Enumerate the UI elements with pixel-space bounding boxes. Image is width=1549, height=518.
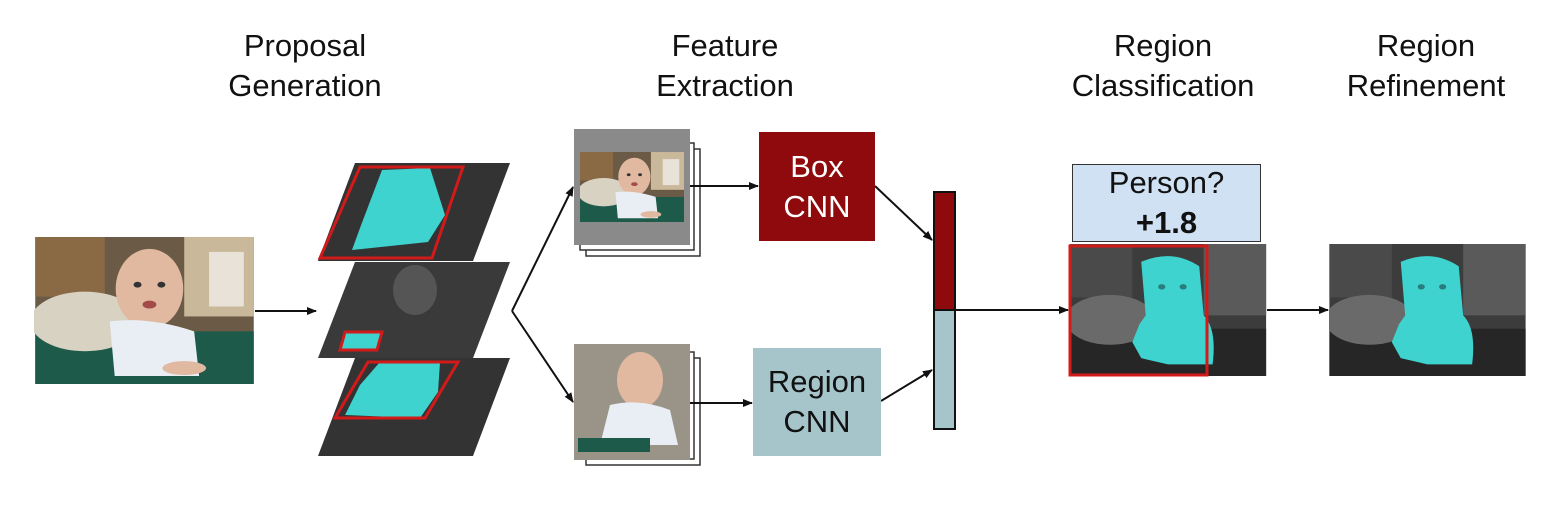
stage-title-line: Refinement (1346, 68, 1506, 103)
feature-vector-box-part (935, 193, 954, 311)
proposal-stack (317, 163, 510, 456)
box-cnn-line1: Box (790, 148, 844, 184)
region-cnn-block: Region CNN (753, 348, 881, 456)
stage-title-feature-extraction: Feature Extraction (625, 26, 825, 106)
feature-vector-region-part (935, 310, 954, 428)
feature-vector (933, 191, 956, 430)
classification-image (1068, 244, 1267, 377)
stage-title-line: Feature (671, 28, 779, 63)
stage-title-region-classification: Region Classification (1053, 26, 1273, 106)
stage-title-proposal-generation: Proposal Generation (205, 26, 405, 106)
box-crop-stack (574, 129, 701, 257)
region-crop-stack (574, 344, 701, 466)
box-cnn-line2: CNN (783, 188, 851, 224)
region-cnn-line2: CNN (783, 404, 851, 439)
stage-title-region-refinement: Region Refinement (1326, 26, 1526, 106)
proposal-2 (318, 262, 510, 358)
connectors (255, 182, 1329, 407)
input-image (34, 237, 254, 384)
stage-title-line: Region (1113, 28, 1213, 63)
stage-title-line: Proposal (243, 28, 367, 63)
stage-title-line: Region (1376, 28, 1476, 63)
classification-label: Person? +1.8 (1072, 164, 1261, 242)
stage-title-line: Generation (228, 68, 382, 103)
proposal-1 (317, 163, 510, 261)
box-cnn-block: Box CNN (759, 132, 875, 241)
region-cnn-line1: Region (767, 364, 867, 399)
stage-title-line: Extraction (656, 68, 794, 103)
proposal-3 (318, 358, 510, 456)
stage-title-line: Classification (1071, 68, 1255, 103)
classification-score: +1.8 (1135, 205, 1198, 240)
refinement-image (1329, 244, 1526, 376)
classification-question: Person? (1108, 165, 1225, 200)
